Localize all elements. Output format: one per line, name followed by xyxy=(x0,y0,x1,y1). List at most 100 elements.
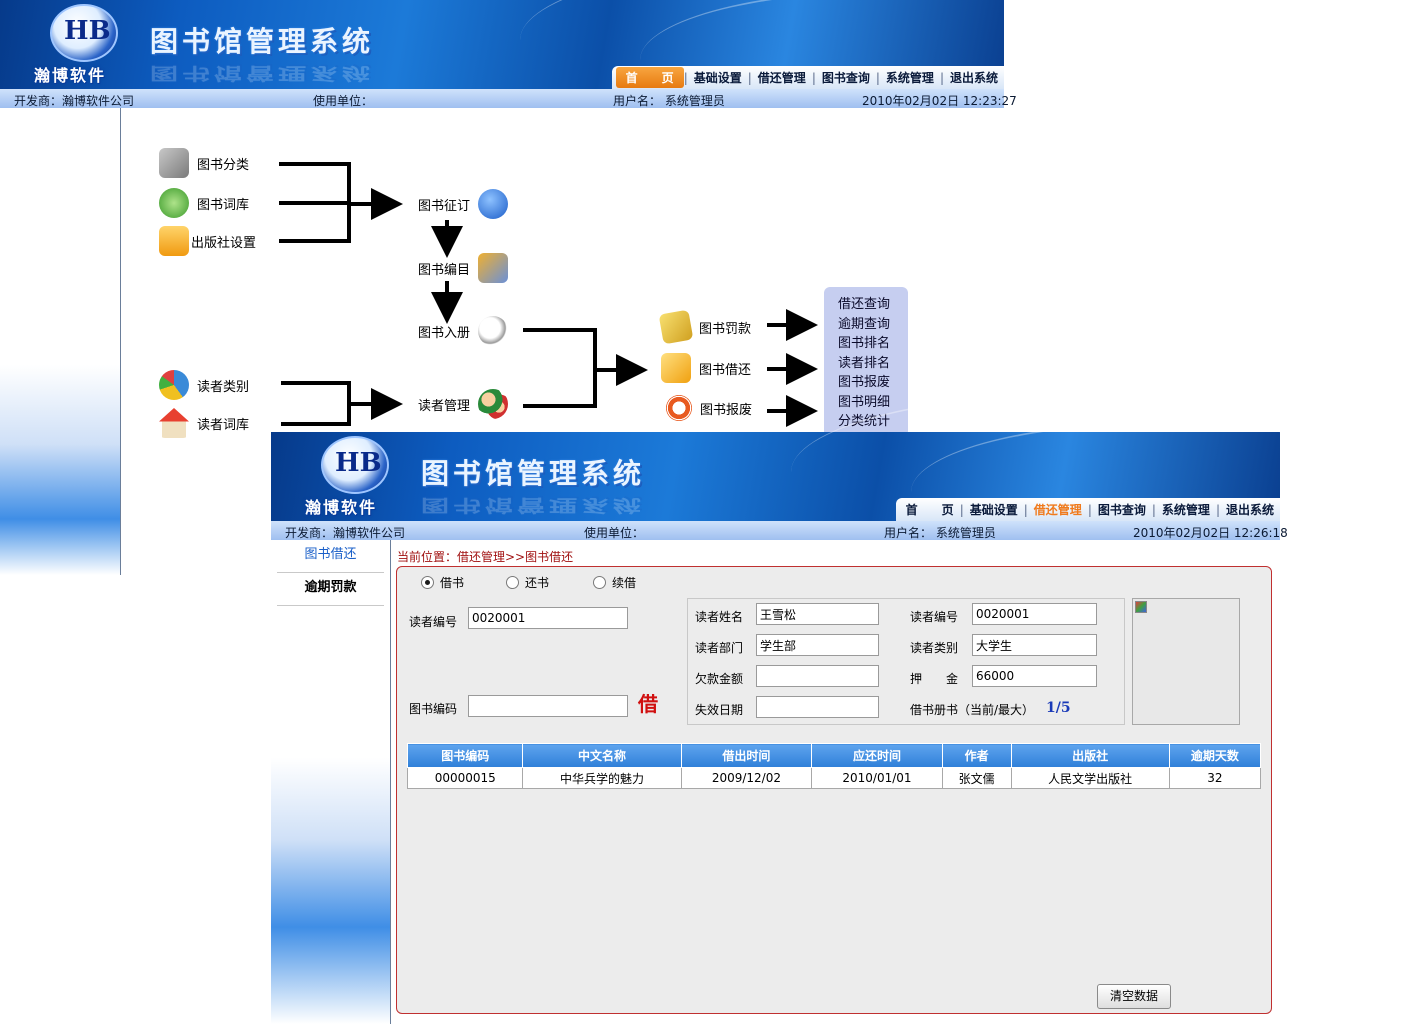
user-unit-label: 使用单位： xyxy=(313,94,374,108)
phone-icon xyxy=(159,226,189,256)
reader-no-label: 读者编号 xyxy=(409,615,458,629)
info-bar: 开发商：瀚博软件公司 使用单位： 用户名： 系统管理员 2010年02月02日 … xyxy=(271,521,1288,540)
workflow-diagram: 图书分类 图书词库 出版社设置 图书征订 图书编目 图书入册 读者类别 读者词 xyxy=(121,108,1004,575)
radio-dot xyxy=(593,576,606,589)
book-code-label: 图书编码 xyxy=(409,702,458,716)
table-row[interactable]: 00000015 中华兵学的魅力 2009/12/02 2010/01/01 张… xyxy=(406,767,1262,789)
lifebuoy-icon xyxy=(666,395,692,421)
expire-input[interactable] xyxy=(756,696,879,718)
refresh-icon xyxy=(159,188,189,218)
node-reader-library[interactable]: 读者词库 xyxy=(159,408,249,438)
sidebar-item-borrow-return[interactable]: 图书借还 xyxy=(277,540,384,573)
radio-dot xyxy=(506,576,519,589)
node-reader-type[interactable]: 读者类别 xyxy=(159,370,249,400)
col-overdue-days: 逾期天数 xyxy=(1168,743,1262,768)
company-logo: HB xyxy=(50,4,118,62)
reader-info-group xyxy=(687,598,1125,725)
link-book-detail[interactable]: 图书明细 xyxy=(838,394,891,410)
borrow-count-label: 借书册书（当前/最大） xyxy=(910,703,1035,717)
magnifier-icon xyxy=(478,316,509,346)
system-title: 图书馆管理系统 xyxy=(421,457,646,490)
info-bar: 开发商：瀚博软件公司 使用单位： 用户名： 系统管理员 2010年02月02日 … xyxy=(0,89,1017,108)
menu-home[interactable]: 首 页 xyxy=(905,503,954,517)
upload-arrow-icon xyxy=(478,189,509,219)
package-icon xyxy=(661,353,691,383)
link-book-scrap[interactable]: 图书报废 xyxy=(838,375,891,390)
datetime: 2010年02月02日 12:26:18 xyxy=(1133,526,1288,540)
node-book-borrow-return[interactable]: 图书借还 xyxy=(661,353,751,383)
node-publisher-setup[interactable]: 出版社设置 xyxy=(159,226,256,256)
menu-home[interactable]: 首 页 xyxy=(615,67,684,88)
debt-input[interactable] xyxy=(756,665,879,687)
link-borrow-query[interactable]: 借还查询 xyxy=(838,297,891,312)
link-overdue-query[interactable]: 逾期查询 xyxy=(838,316,891,332)
borrow-table: 图书编码 中文名称 借出时间 应还时间 作者 出版社 逾期天数 00000015… xyxy=(406,743,1262,789)
reader-no2-label: 读者编号 xyxy=(910,610,959,624)
node-book-register[interactable]: 图书入册 xyxy=(418,316,509,346)
dept-input[interactable] xyxy=(756,634,879,656)
menu-borrow-return[interactable]: 借还管理 xyxy=(757,71,806,85)
system-title: 图书馆管理系统 xyxy=(150,25,375,58)
table-header-row: 图书编码 中文名称 借出时间 应还时间 作者 出版社 逾期天数 xyxy=(406,743,1262,768)
node-reader-manage[interactable]: 读者管理 xyxy=(418,389,509,419)
sidebar-item-overdue-fine[interactable]: 逾期罚款 xyxy=(277,573,384,606)
menu-basic-settings[interactable]: 基础设置 xyxy=(693,71,742,85)
reader-type-label: 读者类别 xyxy=(910,641,959,655)
col-book-code: 图书编码 xyxy=(406,743,524,768)
pie-chart-icon xyxy=(159,370,189,400)
node-book-category[interactable]: 图书分类 xyxy=(159,148,249,178)
breadcrumb: 当前位置：借还管理>>图书借还 xyxy=(397,550,574,564)
sidebar: 图书借还 逾期罚款 xyxy=(271,540,391,1024)
borrow-form-panel: 借书 还书 续借 读者编号 图书编码 借 读者姓名 读者编号 读者部门 读者类别… xyxy=(396,566,1272,1014)
cell-author: 张文儒 xyxy=(941,767,1012,789)
username-label: 用户名： 系统管理员 xyxy=(884,526,996,540)
menu-book-query[interactable]: 图书查询 xyxy=(1097,503,1146,517)
cell-borrow-date: 2009/12/02 xyxy=(680,767,813,789)
menu-exit[interactable]: 退出系统 xyxy=(1225,503,1274,517)
reader-no2-input[interactable] xyxy=(972,603,1097,625)
money-icon xyxy=(658,309,694,345)
menu-system[interactable]: 系统管理 xyxy=(885,71,934,85)
clear-data-button[interactable]: 清空数据 xyxy=(1097,984,1171,1009)
flow-arrows xyxy=(279,162,818,427)
cell-publisher: 人民文学出版社 xyxy=(1010,767,1170,789)
cell-overdue-days: 32 xyxy=(1168,767,1262,789)
borrow-count-value: 1/5 xyxy=(1046,700,1071,716)
reader-no-input[interactable] xyxy=(468,607,628,629)
col-due-date: 应还时间 xyxy=(811,743,943,768)
node-book-scrap[interactable]: 图书报废 xyxy=(666,395,752,421)
col-publisher: 出版社 xyxy=(1010,743,1170,768)
node-book-order[interactable]: 图书征订 xyxy=(418,189,509,219)
radio-dot-selected xyxy=(421,576,434,589)
reader-name-label: 读者姓名 xyxy=(695,610,744,624)
radio-renew[interactable]: 续借 xyxy=(593,574,636,591)
radio-borrow[interactable]: 借书 xyxy=(421,574,464,591)
link-book-ranking[interactable]: 图书排名 xyxy=(838,336,891,351)
menu-book-query[interactable]: 图书查询 xyxy=(821,71,870,85)
system-title-reflection: 图书馆管理系统 xyxy=(150,63,375,83)
book-code-input[interactable] xyxy=(468,695,628,717)
node-book-fine[interactable]: 图书罚款 xyxy=(658,309,751,345)
reader-name-input[interactable] xyxy=(756,603,879,625)
menu-exit[interactable]: 退出系统 xyxy=(949,71,998,85)
radio-return[interactable]: 还书 xyxy=(506,574,549,591)
company-logo: HB xyxy=(321,436,389,494)
top-menu: 首 页 | 基础设置 | 借还管理 | 图书查询 | 系统管理 | 退出系统 xyxy=(611,66,1004,89)
users-icon xyxy=(478,389,509,419)
menu-basic-settings[interactable]: 基础设置 xyxy=(969,503,1018,517)
system-title-reflection: 图书馆管理系统 xyxy=(421,495,646,515)
node-book-library[interactable]: 图书词库 xyxy=(159,188,249,218)
reader-type-input[interactable] xyxy=(972,634,1097,656)
developer-label: 开发商：瀚博软件公司 xyxy=(14,94,135,108)
menu-system[interactable]: 系统管理 xyxy=(1161,503,1210,517)
link-reader-ranking[interactable]: 读者排名 xyxy=(838,355,891,371)
top-menu: 首 页 | 基础设置 | 借还管理 | 图书查询 | 系统管理 | 退出系统 xyxy=(895,498,1280,521)
left-panel xyxy=(0,108,121,575)
cell-due-date: 2010/01/01 xyxy=(811,767,943,789)
node-book-catalog[interactable]: 图书编目 xyxy=(418,253,509,283)
menu-borrow-return[interactable]: 借还管理 xyxy=(1033,503,1082,517)
deposit-input[interactable] xyxy=(972,665,1097,687)
cell-title: 中华兵学的魅力 xyxy=(522,767,682,789)
borrow-indicator: 借 xyxy=(638,692,658,716)
tools-icon xyxy=(159,148,189,178)
